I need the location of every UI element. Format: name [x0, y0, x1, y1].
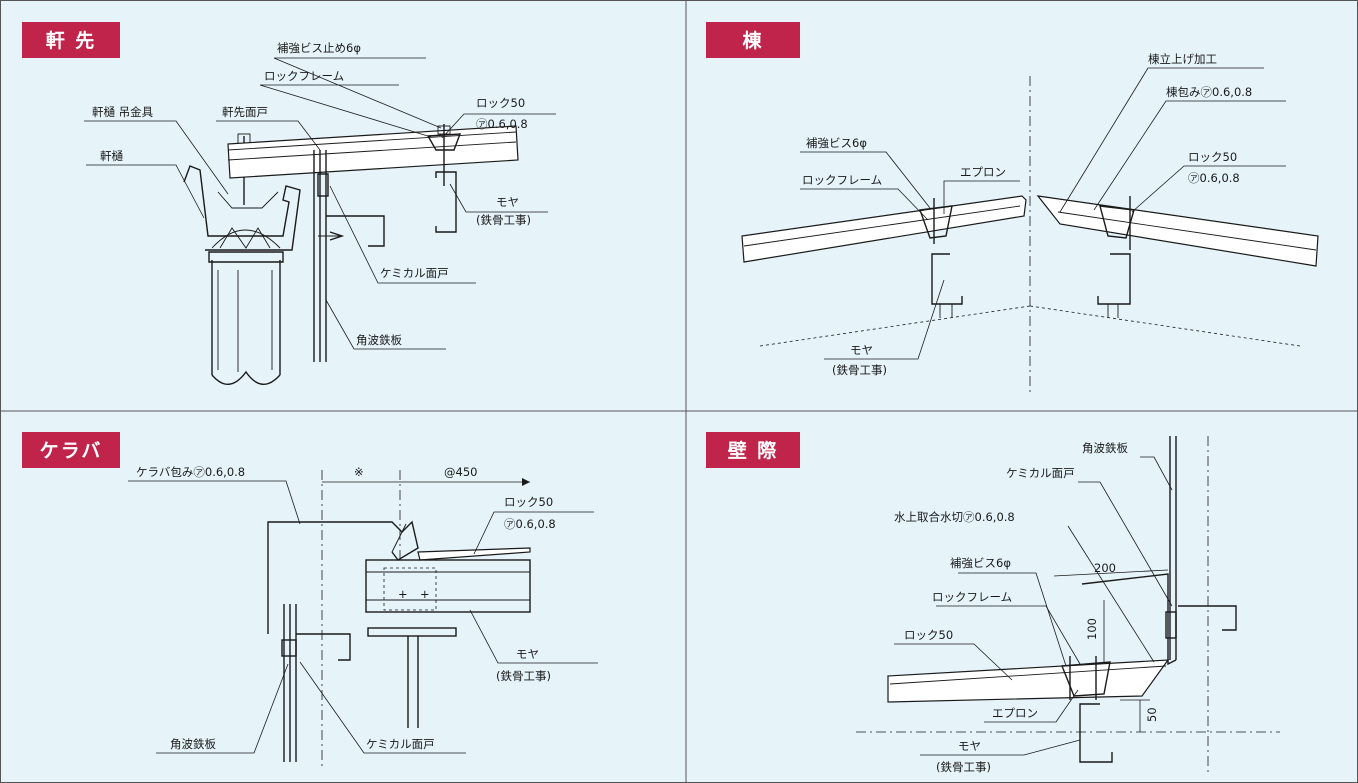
label-eaves-closure: 軒先面戸 [222, 105, 268, 119]
label-steel-work: (鉄骨工事) [476, 213, 531, 227]
label-ridge-upturn: 棟立上げ加工 [1148, 52, 1217, 66]
wall-sheet [313, 150, 327, 362]
label-purlin: モヤ [496, 195, 519, 209]
label-thickness: ㋐0.6,0.8 [476, 117, 528, 131]
label-reinforce-screw: 補強ビス6φ [950, 556, 1011, 570]
label-lock-frame: ロックフレーム [264, 69, 344, 83]
label-gutter-hanger: 軒樋 吊金具 [92, 105, 154, 119]
label-steel-work: (鉄骨工事) [832, 363, 887, 377]
panel-kabegiwa: 壁 際 角波鉄板 ケミカル面戸 水上取合水切㋐0.6,0.8 補強ビス6 [706, 432, 1280, 774]
panel-keraba: ケラバ + + ケラバ包み㋐0.6,0.8 ※ @450 ロック50 ㋐0.6,0… [22, 432, 598, 768]
label-keraba-cover: ケラバ包み㋐0.6,0.8 [136, 465, 245, 479]
panel-title-badge [706, 432, 800, 468]
label-purlin: モヤ [516, 647, 539, 661]
label-corrugated-sheet: 角波鉄板 [1082, 441, 1128, 455]
keraba-cover [267, 520, 419, 634]
panel-mune: 棟 棟立上げ加工 棟包み㋐0.6,0.8 補強ビス6φ ロック50 エプロン ロ… [706, 22, 1319, 395]
svg-text:+: + [398, 587, 408, 601]
label-chemical-closure: ケミカル面戸 [380, 266, 449, 280]
label-corrugated-sheet: 角波鉄板 [356, 333, 402, 347]
dimension-200: 200 [1094, 561, 1116, 575]
label-gutter: 軒樋 [100, 149, 123, 163]
label-lock-frame: ロックフレーム [802, 173, 882, 187]
panel-nokisaki: 軒 先 [22, 22, 556, 385]
purlin [435, 171, 457, 233]
label-chemical-closure: ケミカル面戸 [366, 737, 435, 751]
label-thickness: ㋐0.6,0.8 [1188, 171, 1240, 185]
panel-title: 壁 際 [728, 439, 779, 462]
label-purlin: モヤ [850, 343, 873, 357]
lock-frame [426, 133, 462, 151]
roof-sheet [227, 125, 519, 179]
label-thickness: ㋐0.6,0.8 [504, 517, 556, 531]
label-lock50: ロック50 [476, 96, 525, 110]
dimension-50: 50 [1145, 707, 1159, 722]
gutter-drawing [183, 133, 301, 385]
label-steel-work: (鉄骨工事) [936, 760, 991, 774]
panel-title-badge [22, 432, 120, 468]
label-apron: エプロン [960, 165, 1006, 179]
dimension-100: 100 [1085, 618, 1099, 640]
label-ridge-cap: 棟包み㋐0.6,0.8 [1166, 85, 1252, 99]
label-pitch: @450 [444, 465, 477, 479]
panel-title: 棟 [742, 29, 763, 52]
label-chemical-closure: ケミカル面戸 [1006, 466, 1075, 480]
label-lock-frame: ロックフレーム [932, 590, 1012, 604]
panel-title: ケラバ [40, 440, 103, 462]
label-corrugated-sheet: 角波鉄板 [170, 737, 216, 751]
panel-title-badge [706, 22, 800, 58]
panel-title-badge [22, 22, 120, 58]
label-reinforce-screw: 補強ビス6φ [806, 136, 867, 150]
panel-title: 軒 先 [46, 29, 97, 52]
label-upper-flashing: 水上取合水切㋐0.6,0.8 [894, 510, 1015, 524]
label-lock50: ロック50 [904, 628, 953, 642]
label-purlin: モヤ [958, 739, 981, 753]
label-lock50: ロック50 [504, 495, 553, 509]
label-reinforce-screw: 補強ビス止め6φ [277, 41, 361, 55]
label-apron: エプロン [992, 706, 1038, 720]
label-note-mark: ※ [354, 465, 364, 479]
svg-text:+: + [420, 587, 430, 601]
label-lock50: ロック50 [1188, 150, 1237, 164]
label-steel-work: (鉄骨工事) [496, 669, 551, 683]
